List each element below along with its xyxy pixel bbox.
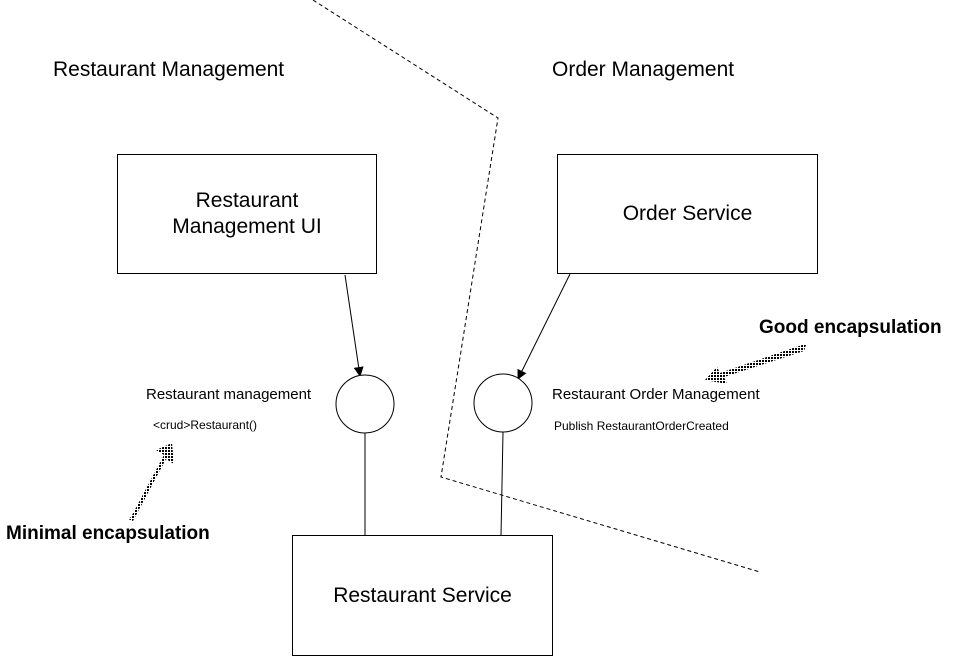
restaurant-order-management-interface-label: Restaurant Order Management <box>552 386 760 403</box>
minimal-encapsulation-pointer-icon <box>128 443 174 521</box>
restaurant-management-operation-label: <crud>Restaurant() <box>153 418 258 432</box>
ui-to-restaurant-management-arrow <box>344 274 364 377</box>
restaurant-management-interface-icon <box>335 374 395 434</box>
context-boundary-line <box>312 0 761 573</box>
restaurant-service-component[interactable]: Restaurant Service <box>292 535 553 656</box>
order-service-label: Order Service <box>622 202 753 225</box>
good-encapsulation-note: Good encapsulation <box>759 317 942 338</box>
order-service-component[interactable]: Order Service <box>557 154 818 274</box>
restaurant-order-management-operation-label: Publish RestaurantOrderCreated <box>554 419 729 433</box>
good-encapsulation-pointer-icon <box>705 345 806 384</box>
order-management-region-title: Order Management <box>552 58 735 81</box>
restaurant-management-region-title: Restaurant Management <box>53 58 285 81</box>
restaurant-management-ui-component[interactable]: Restaurant Management UI <box>117 154 377 274</box>
minimal-encapsulation-note: Minimal encapsulation <box>6 523 210 544</box>
restaurant-management-ui-label-line1: Restaurant <box>195 189 299 212</box>
restaurant-service-label: Restaurant Service <box>333 583 512 607</box>
restaurant-order-management-interface-connector <box>500 431 504 537</box>
restaurant-order-management-interface-icon <box>473 373 533 433</box>
restaurant-management-interface-label: Restaurant management <box>146 386 312 403</box>
restaurant-management-ui-label-line2: Management UI <box>172 215 322 238</box>
order-service-to-restaurant-order-management-arrow <box>517 273 571 380</box>
